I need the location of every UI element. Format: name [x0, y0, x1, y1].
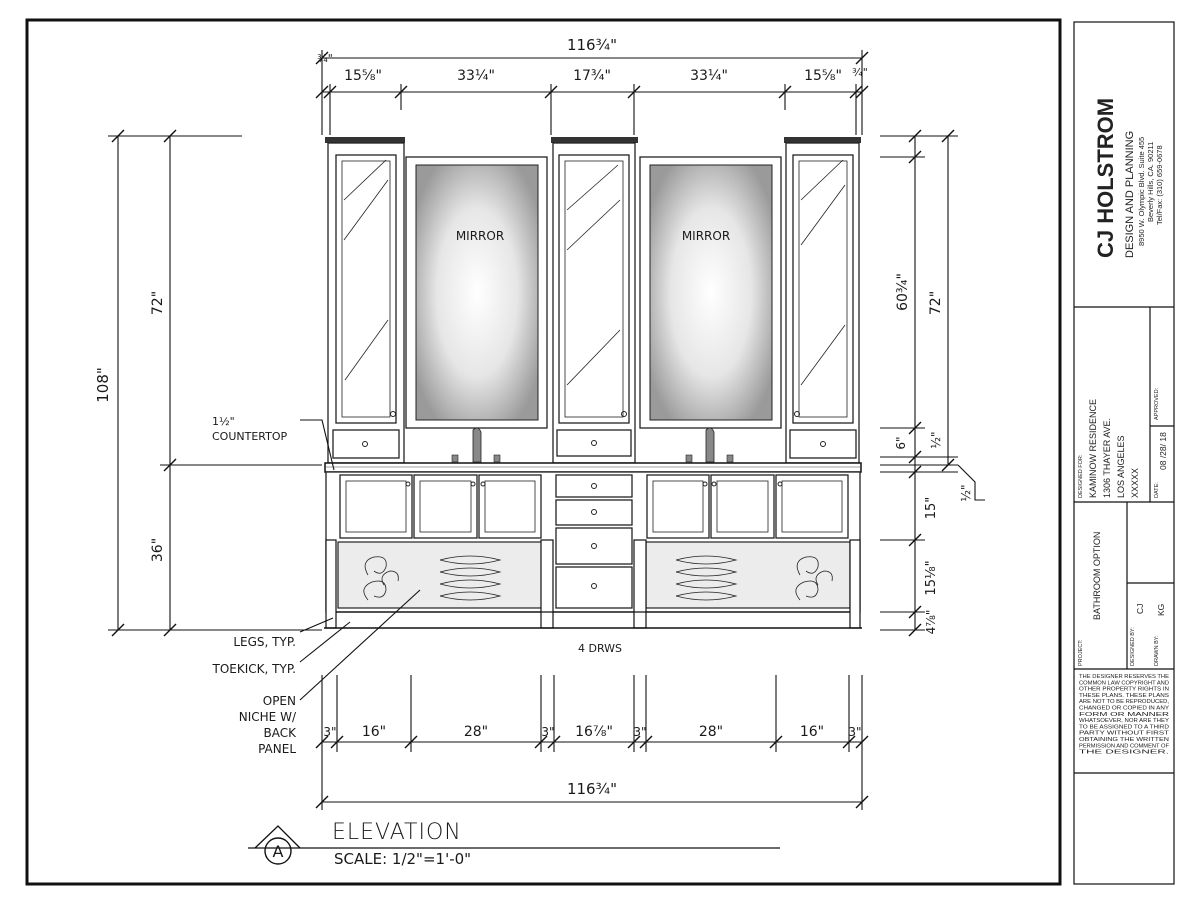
dim-bottom-g: 28": [699, 724, 723, 740]
mirror-right-label: MIRROR: [682, 229, 730, 243]
designed-for-label: DESIGNED FOR:: [1078, 454, 1084, 498]
dim-bottom-f: 3": [633, 725, 646, 739]
client-street: 1306 THAYER AVE.: [1102, 418, 1112, 498]
copyright-line: FORM OR MANNER: [1079, 712, 1169, 718]
copyright-line: OBTAINING THE WRITTEN: [1079, 737, 1169, 743]
countertop-label-2: COUNTERTOP: [212, 430, 288, 443]
dim-top-edge-left: ¾": [317, 52, 333, 65]
company-name: CJ HOLSTROM: [1093, 98, 1118, 258]
legs-label: LEGS, TYP.: [233, 635, 296, 649]
project-label: PROJECT:: [1078, 639, 1084, 666]
date-value: 08 /28/ 18: [1158, 432, 1168, 470]
dim-right-fifteen: 15": [924, 497, 939, 520]
drawn-by-label: DRAWN BY:: [1154, 635, 1160, 666]
company-city: Beverly Hills, CA. 90211: [1146, 142, 1155, 222]
dim-right-half-b: ½": [959, 484, 973, 501]
elevation-title: A ELEVATION SCALE: 1/2"=1'-0": [248, 820, 780, 868]
designed-by-value: CJ: [1135, 604, 1145, 614]
copyright-line: OTHER PROPERTY RIGHTS IN: [1079, 687, 1169, 693]
faucet-right: [685, 427, 734, 463]
copyright-line: COMMON LAW COPYRIGHT AND: [1079, 680, 1169, 686]
dim-bottom-h: 16": [800, 724, 824, 740]
dim-top-edge-right: ¾": [852, 66, 868, 79]
copyright-line: TO BE ASSIGNED TO A THIRD: [1079, 724, 1169, 730]
dim-right-niche: 15⅛": [924, 560, 939, 595]
countertop-label-1: 1½": [212, 415, 235, 428]
dim-right-upper: 72": [928, 291, 944, 315]
section-letter: A: [273, 842, 284, 861]
dim-bottom-a: 3": [323, 725, 336, 739]
company-address: 8950 W. Olympic Blvd. Suite 455: [1137, 137, 1146, 246]
dim-bottom-c: 28": [464, 724, 488, 740]
designed-by-label: DESIGNED BY:: [1130, 627, 1136, 666]
dim-bottom-i: 3": [848, 725, 861, 739]
client-name: KAMINOW RESIDENCE: [1088, 399, 1098, 498]
dim-bottom-e: 16⅞": [575, 724, 613, 740]
client-zip: XXXXX: [1130, 468, 1140, 498]
date-label: DATE:: [1154, 482, 1160, 498]
open-niche-label-1: OPEN: [263, 694, 296, 708]
project-name: BATHROOM OPTION: [1092, 532, 1102, 620]
open-niche-label-3: BACK: [264, 726, 298, 740]
mirror-left-label: MIRROR: [456, 229, 504, 243]
dim-top-mirror-right: 33¼": [690, 68, 728, 84]
company-subtitle: DESIGN AND PLANNING: [1124, 131, 1136, 258]
dim-left-upper: 72": [150, 291, 166, 315]
scale-note: SCALE: 1/2"=1'-0": [334, 850, 471, 868]
approved-label: APPROVED:: [1154, 387, 1160, 420]
sheet-border: [25, 18, 1062, 886]
client-city: LOS ANGELES: [1116, 435, 1126, 498]
dim-top-side-left: 15⅝": [344, 68, 382, 84]
dimension-labels: 116¾" ¾" 15⅝" 33¼" 17¾" 33¼" 15⅝" ¾" 108…: [94, 36, 973, 798]
copyright-line: PERMISSION AND COMMENT OF: [1079, 743, 1169, 749]
copyright-line: PARTY WITHOUT FIRST: [1079, 731, 1170, 737]
company-phone: Tel/Fax: (310) 659-0678: [1155, 145, 1164, 225]
dim-right-six: 6": [894, 436, 908, 449]
toekick-label: TOEKICK, TYP.: [212, 662, 296, 676]
dim-top-side-right: 15⅝": [804, 68, 842, 84]
open-niche-label-4: PANEL: [258, 742, 296, 756]
open-niche-label-2: NICHE W/: [239, 710, 297, 724]
dim-left-lower: 36": [150, 538, 166, 562]
dim-right-toe: 4⅞": [924, 610, 938, 635]
copyright-line: CHANGED OR COPIED IN ANY: [1079, 706, 1170, 712]
copyright-line: THE DESIGNER.: [1079, 750, 1169, 756]
copyright-line: THE DESIGNER RESERVES THE: [1079, 674, 1170, 680]
title-block: CJ HOLSTROM DESIGN AND PLANNING 8950 W. …: [1073, 21, 1175, 885]
copyright-line: WHATSOEVER, NOR ARE THEY: [1079, 718, 1170, 724]
dim-left-overall: 108": [94, 367, 112, 403]
annotation-labels: 1½" COUNTERTOP LEGS, TYP. TOEKICK, TYP. …: [212, 415, 623, 756]
dim-right-mirror: 60¾": [895, 273, 911, 311]
dim-overall-top: 116¾": [567, 36, 617, 54]
faucet-left: [451, 427, 501, 463]
elevation-heading: ELEVATION: [332, 820, 462, 845]
dim-overall-bottom: 116¾": [567, 780, 617, 798]
dim-bottom-d: 3": [541, 725, 554, 739]
dimension-lines: [108, 50, 985, 810]
drawn-by-value: KG: [1156, 604, 1166, 616]
dim-right-half-a: ½": [929, 431, 943, 448]
dim-top-mirror-left: 33¼": [457, 68, 495, 84]
copyright-line: ARE NOT TO BE REPRODUCED,: [1079, 699, 1169, 705]
vanity-elevation: MIRROR MIRROR: [324, 137, 862, 629]
drawers-label: 4 DRWS: [578, 642, 622, 655]
dim-bottom-b: 16": [362, 724, 386, 740]
copyright-line: THESE PLANS. THESE PLANS: [1079, 693, 1170, 699]
dim-top-center: 17¾": [573, 68, 611, 84]
